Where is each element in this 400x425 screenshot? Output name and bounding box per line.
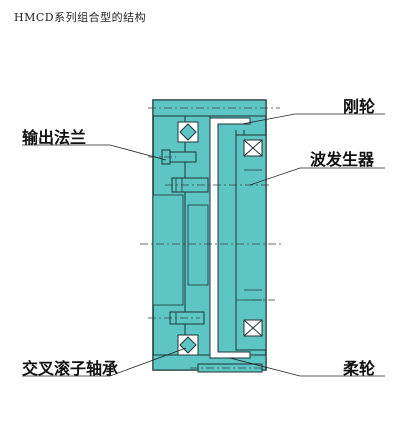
housing: [152, 99, 267, 373]
leader-wave-generator: [249, 167, 385, 186]
label-circular-spline: 刚轮: [343, 97, 376, 116]
label-output-flange: 输出法兰: [22, 128, 87, 147]
label-cross-roller-bearing: 交叉滚子轴承: [22, 359, 119, 378]
leader-cross-roller: [22, 347, 187, 377]
label-flexspline: 柔轮: [343, 359, 376, 378]
flexspline-cup: [209, 117, 251, 359]
diagram-title: HMCD系列组合型的结构: [14, 11, 147, 24]
wave-generator-block: [235, 134, 267, 351]
leader-lines: [22, 113, 385, 377]
label-wave-generator: 波发生器: [310, 150, 375, 169]
left-step: [152, 194, 184, 306]
leader-output-flange: [22, 144, 167, 161]
mid-recess: [187, 204, 209, 286]
leader-flexspline: [229, 357, 385, 377]
centerlines: [140, 107, 282, 369]
leader-circular-spline: [241, 113, 385, 125]
